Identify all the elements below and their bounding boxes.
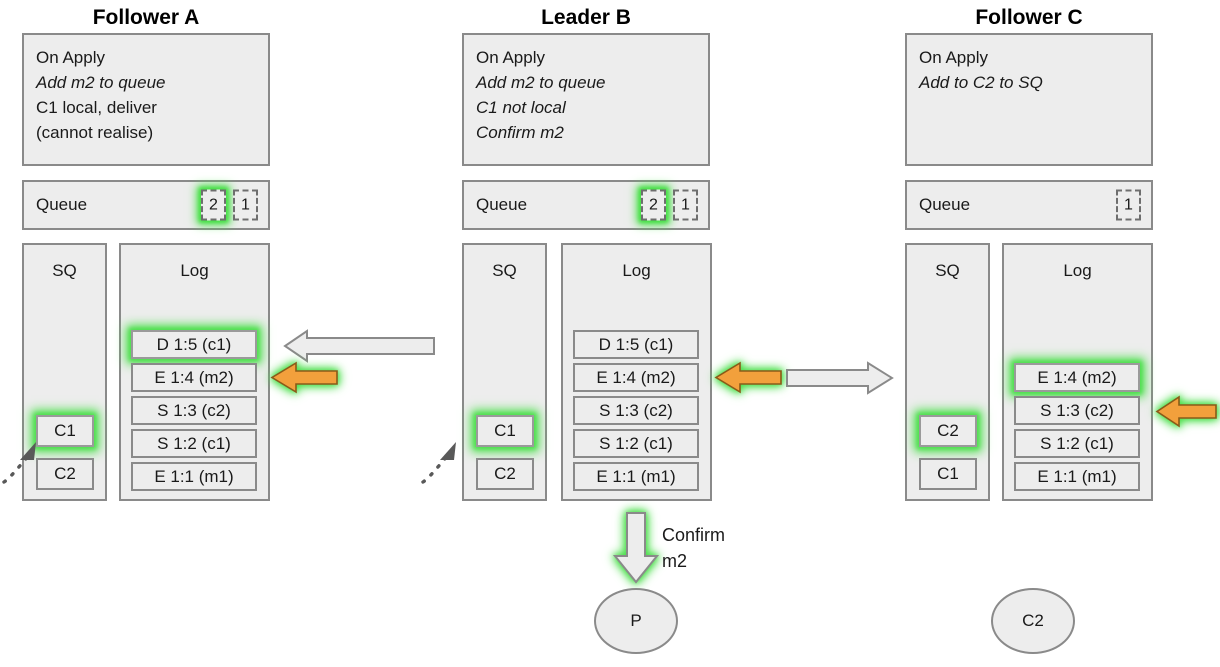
sq-entry[interactable]: C2 — [36, 458, 94, 490]
queue-slots: 2 1 — [201, 189, 258, 221]
sq-entry[interactable]: C2 — [919, 415, 977, 447]
log-title: Log — [1063, 261, 1092, 280]
log-entry[interactable]: S 1:2 (c1) — [131, 429, 257, 458]
queue-box-follower-c: Queue 1 — [905, 180, 1153, 230]
column-title-follower-a: Follower A — [92, 6, 200, 29]
log-entry[interactable]: S 1:3 (c2) — [131, 396, 257, 425]
confirm-m2-label: Confirm m2 — [662, 525, 726, 571]
log-entry[interactable]: E 1:1 (m1) — [131, 462, 257, 491]
replicate-arrow-b-to-c — [786, 361, 894, 395]
queue-box-follower-a: Queue 2 1 — [22, 180, 270, 230]
dotted-arrow-to-sq-follower-a — [2, 442, 36, 484]
queue-slot[interactable]: 2 — [641, 189, 666, 221]
log-entry[interactable]: D 1:5 (c1) — [573, 330, 699, 359]
on-apply-line: (cannot realise) — [36, 123, 154, 142]
commit-pointer-arrow-follower-c — [1155, 395, 1217, 428]
on-apply-box-leader-b: On Apply Add m2 to queue C1 not local Co… — [462, 33, 710, 166]
on-apply-heading: On Apply — [476, 48, 545, 67]
sq-entry[interactable]: C1 — [36, 415, 94, 447]
commit-pointer-arrow-follower-a — [270, 361, 338, 394]
sq-title: SQ — [935, 261, 960, 280]
queue-slots: 1 — [1116, 189, 1141, 221]
log-title: Log — [622, 261, 651, 280]
queue-label: Queue — [476, 195, 528, 214]
on-apply-line: C1 not local — [476, 98, 566, 117]
queue-slot[interactable]: 1 — [233, 189, 258, 221]
queue-label: Queue — [919, 195, 971, 214]
queue-label: Queue — [36, 195, 88, 214]
log-entry[interactable]: E 1:1 (m1) — [1014, 462, 1140, 491]
log-entry[interactable]: S 1:2 (c1) — [573, 429, 699, 458]
on-apply-box-follower-c: On Apply Add to C2 to SQ — [905, 33, 1153, 166]
log-entry[interactable]: S 1:2 (c1) — [1014, 429, 1140, 458]
log-entry[interactable]: E 1:4 (m2) — [573, 363, 699, 392]
on-apply-box-follower-a: On Apply Add m2 to queue C1 local, deliv… — [22, 33, 270, 166]
on-apply-line: Add to C2 to SQ — [919, 73, 1043, 92]
log-entry[interactable]: E 1:1 (m1) — [573, 462, 699, 491]
on-apply-heading: On Apply — [36, 48, 105, 67]
on-apply-line: Add m2 to queue — [476, 73, 606, 92]
on-apply-line: Add m2 to queue — [36, 73, 166, 92]
queue-slot[interactable]: 2 — [201, 189, 226, 221]
log-entry[interactable]: E 1:4 (m2) — [1014, 363, 1140, 392]
node-c2[interactable]: C2 — [991, 588, 1075, 654]
replicate-arrow-b-to-a — [283, 329, 435, 363]
sq-entry[interactable]: C1 — [476, 415, 534, 447]
commit-pointer-arrow-leader-b — [714, 361, 782, 394]
column-title-leader-b: Leader B — [541, 6, 631, 29]
log-entry[interactable]: S 1:3 (c2) — [1014, 396, 1140, 425]
column-title-follower-c: Follower C — [975, 6, 1083, 29]
sq-entry[interactable]: C1 — [919, 458, 977, 490]
queue-box-leader-b: Queue 2 1 — [462, 180, 710, 230]
confirm-arrow-down — [612, 512, 660, 584]
dotted-arrow-to-sq-leader-b — [421, 442, 456, 484]
on-apply-heading: On Apply — [919, 48, 988, 67]
log-entry[interactable]: E 1:4 (m2) — [131, 363, 257, 392]
queue-slot[interactable]: 1 — [1116, 189, 1141, 221]
queue-slot[interactable]: 1 — [673, 189, 698, 221]
log-title: Log — [180, 261, 209, 280]
log-entry[interactable]: S 1:3 (c2) — [573, 396, 699, 425]
node-p[interactable]: P — [594, 588, 678, 654]
log-entry[interactable]: D 1:5 (c1) — [131, 330, 257, 359]
on-apply-line: C1 local, deliver — [36, 98, 157, 117]
queue-slots: 2 1 — [641, 189, 698, 221]
sq-entry[interactable]: C2 — [476, 458, 534, 490]
sq-title: SQ — [492, 261, 517, 280]
on-apply-line: Confirm m2 — [476, 123, 564, 142]
sq-title: SQ — [52, 261, 77, 280]
